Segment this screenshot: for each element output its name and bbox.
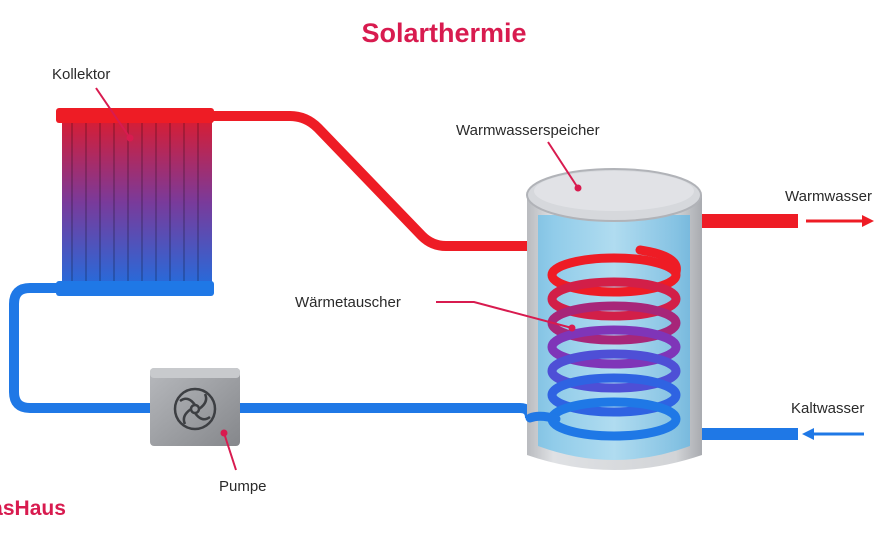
leader-lines	[95, 87, 582, 471]
label-collector: Kollektor	[52, 66, 111, 83]
pump	[150, 368, 240, 446]
label-pump: Pumpe	[219, 478, 267, 495]
collector-bottom-header	[56, 281, 214, 296]
heat-exchanger-coil	[525, 245, 681, 441]
label-cold-water: Kaltwasser	[791, 400, 865, 417]
label-storage-tank: Warmwasserspeicher	[456, 122, 600, 139]
collector	[56, 108, 214, 296]
brand-logo: DasHaus	[0, 497, 66, 521]
hot-water-outlet	[702, 214, 874, 228]
pump-fan-icon	[173, 387, 217, 431]
brand-logo-text: DasHaus	[0, 497, 66, 520]
cold-water-inlet	[702, 428, 864, 440]
leader-pump	[223, 432, 237, 471]
label-hot-water: Warmwasser	[785, 188, 872, 205]
arrow-right-icon	[806, 215, 874, 227]
cold-loop-pipe	[9, 283, 535, 419]
page-title: Solarthermie	[361, 18, 527, 48]
leader-heat-exchanger	[436, 301, 573, 329]
leader-collector	[95, 87, 131, 139]
label-heat-exchanger: Wärmetauscher	[295, 294, 401, 311]
arrow-left-icon	[802, 428, 864, 440]
collector-top-header	[56, 108, 214, 123]
collector-tubes	[71, 116, 199, 288]
leader-storage-tank	[547, 141, 579, 189]
